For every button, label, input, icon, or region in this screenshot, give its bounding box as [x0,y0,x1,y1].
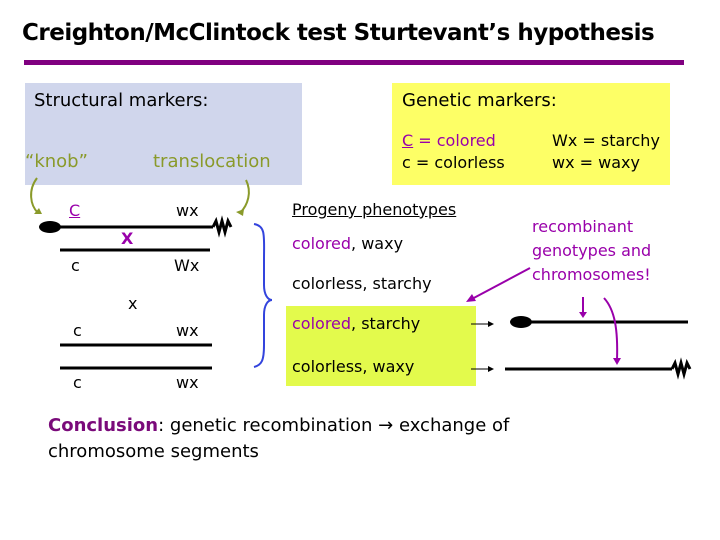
slide-title: Creighton/McClintock test Sturtevant’s h… [22,20,655,46]
conclusion: Conclusion: genetic recombination → exch… [48,413,509,465]
progeny-row: colored, waxy [292,234,403,253]
conclusion-text-line2: chromosome segments [48,441,259,462]
recombinant-highlight [286,306,476,386]
allele-wx-parent2-bottom: wx [176,373,199,392]
phenotype-rest: , waxy [351,234,404,253]
knob-icon [39,221,61,233]
title-underline [24,60,684,65]
phenotype-rest: , starchy [351,314,421,333]
allele-Wx-parent1: Wx [174,256,200,275]
allele-c-parent2-top: c [73,321,82,340]
phenotype-rest: , starchy [362,274,432,293]
C-allele-symbol: C [402,131,414,150]
genetic-markers-heading: Genetic markers: [402,90,557,111]
crossover-mark: X [121,229,134,248]
progeny-row: colorless, waxy [292,357,414,376]
allele-wx-parent1: wx [176,201,199,220]
allele-c-parent2-bottom: c [73,373,82,392]
cross-symbol: x [128,294,138,313]
colored-definition: C = colored [402,131,496,150]
allele-C-parent1: C [69,201,81,220]
phenotype-color: colored [292,314,352,333]
callout-line: genotypes and [532,241,652,260]
waxy-definition: wx = waxy [552,153,640,172]
recombinant-callout: recombinant genotypes and chromosomes! [532,215,651,287]
knob-label: “knob” [25,151,88,172]
allele-c-parent1: c [71,256,80,275]
conclusion-label: Conclusion [48,415,159,436]
conclusion-text: : genetic recombination → exchange of [158,415,510,436]
progeny-row: colored, starchy [292,314,420,333]
phenotype-color: colorless [292,274,363,293]
colored-def-text: = colored [413,131,496,150]
structural-markers-heading: Structural markers: [34,90,209,111]
starchy-definition: Wx = starchy [552,131,660,150]
progeny-row: colorless, starchy [292,274,432,293]
callout-line: recombinant [532,217,634,236]
genetic-markers-box [392,83,670,185]
phenotype-color: colorless [292,357,363,376]
structural-markers-box [25,83,302,185]
progeny-heading: Progeny phenotypes [292,200,457,219]
translocation-label: translocation [153,151,271,172]
phenotype-rest: , waxy [362,357,415,376]
phenotype-color: colored [292,234,352,253]
colorless-definition: c = colorless [402,153,505,172]
callout-line: chromosomes! [532,265,651,284]
allele-wx-parent2-top: wx [176,321,199,340]
